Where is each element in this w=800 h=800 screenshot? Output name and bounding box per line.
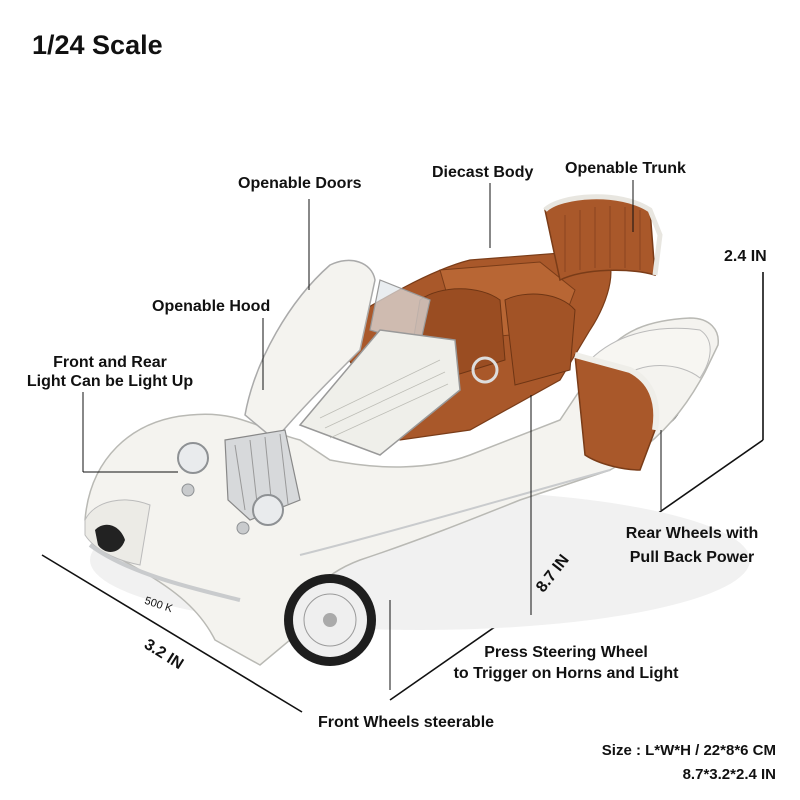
callout-lights-line2: Light Can be Light Up	[26, 373, 194, 390]
callout-front-wheels: Front Wheels steerable	[318, 714, 495, 731]
scale-title: 1/24 Scale	[32, 30, 163, 60]
callout-steering-line1: Press Steering Wheel	[484, 644, 648, 661]
open-hood	[244, 259, 376, 442]
dimension-height: 2.4 IN	[724, 248, 767, 265]
width-dimension-line	[41, 554, 303, 713]
front-door	[298, 329, 461, 456]
callout-steering-line2: to Trigger on Horns and Light	[453, 665, 679, 682]
callout-rear-wheels: Rear Wheels with Pull Back Power	[612, 522, 772, 570]
callout-lines	[82, 180, 662, 690]
size-info-line2: 8.7*3.2*2.4 IN	[682, 766, 776, 783]
callout-rear-wheels-line1: Rear Wheels with	[625, 525, 759, 542]
steering-wheel	[471, 356, 499, 384]
headlights	[177, 442, 284, 535]
callout-lights: Front and Rear Light Can be Light Up	[10, 353, 210, 391]
callout-steering: Press Steering Wheel to Trigger on Horns…	[435, 642, 697, 684]
callout-diecast-body: Diecast Body	[432, 164, 534, 181]
callout-rear-wheels-line2: Pull Back Power	[629, 549, 755, 566]
callout-lights-line1: Front and Rear	[53, 354, 167, 371]
size-info-line1: Size : L*W*H / 22*8*6 CM	[601, 742, 776, 759]
callout-openable-hood: Openable Hood	[152, 298, 271, 315]
callout-openable-doors: Openable Doors	[238, 175, 362, 192]
front-wheel	[284, 574, 376, 666]
trunk-lid	[544, 196, 656, 282]
callout-openable-trunk: Openable Trunk	[565, 160, 686, 177]
